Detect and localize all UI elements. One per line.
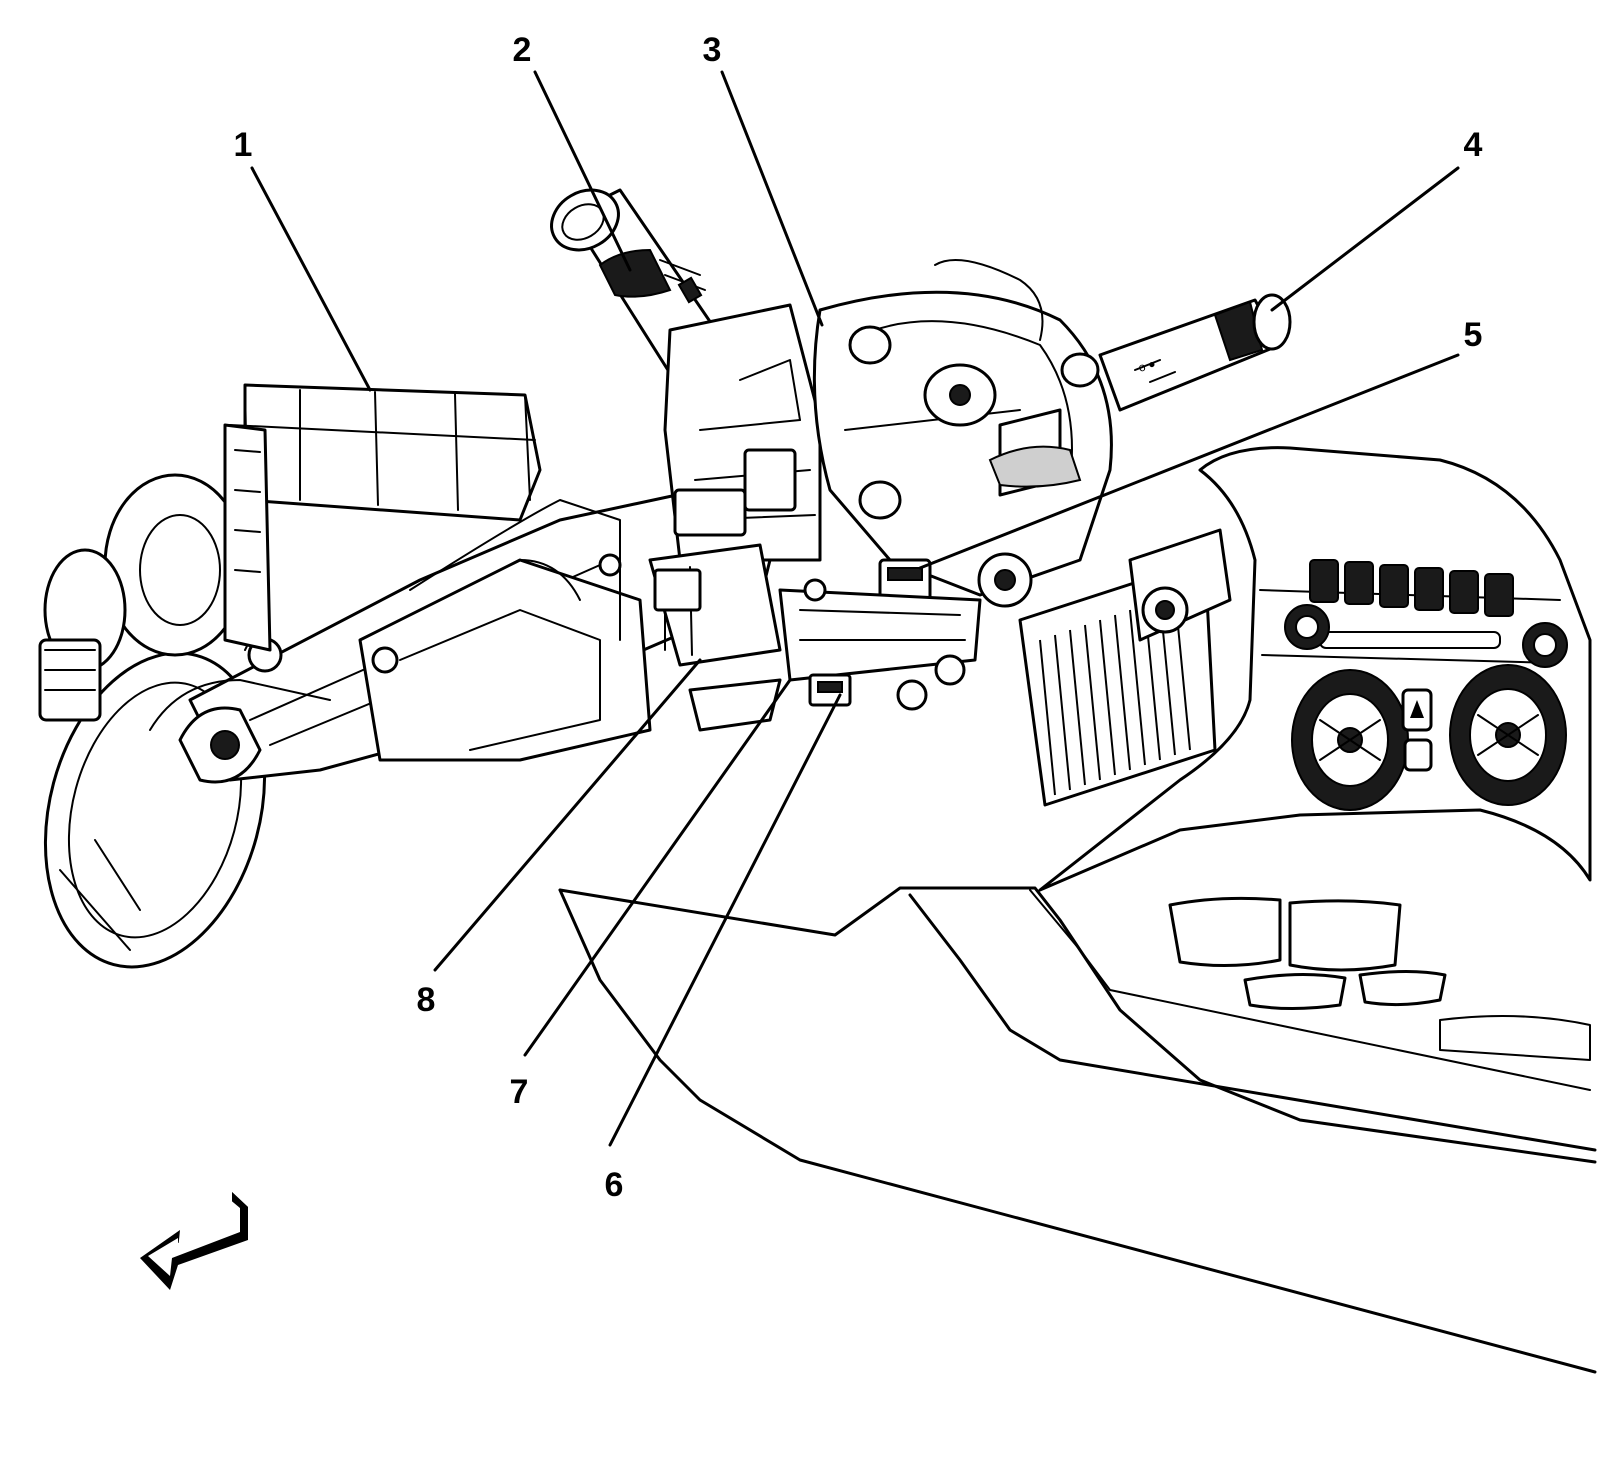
leader-line-4 [1270, 166, 1460, 312]
instrument-panel-trim [558, 886, 1597, 1374]
forward-direction-arrow-icon [140, 1192, 248, 1290]
radio-preset-buttons [1309, 559, 1514, 617]
switch-housing [663, 303, 822, 562]
callout-5: 5 [1463, 316, 1483, 354]
leader-line-2 [533, 70, 632, 272]
callout-1: 1 [233, 126, 253, 164]
hvac-knob-left [1291, 669, 1409, 811]
leader-line-6 [608, 693, 842, 1147]
leader-lines [250, 70, 1460, 1147]
control-module [1018, 528, 1232, 807]
electrical-connector-5 [878, 558, 932, 602]
leader-line-8 [433, 658, 702, 972]
callout-2: 2 [512, 31, 532, 69]
callout-8: 8 [416, 981, 436, 1019]
callout-3: 3 [702, 31, 722, 69]
hvac-knob-right [1449, 664, 1567, 806]
wiper-washer-lever: o ● [1098, 293, 1292, 412]
leader-line-5 [918, 353, 1460, 570]
svg-text:o ●: o ● [1137, 356, 1158, 375]
center-console [1038, 446, 1592, 1061]
leader-line-1 [250, 166, 372, 392]
lower-module-housing [648, 543, 982, 732]
callout-4: 4 [1463, 126, 1483, 164]
column-mount-bracket [223, 383, 542, 652]
leader-line-3 [720, 70, 824, 327]
leader-line-7 [523, 678, 792, 1057]
clock-spring [812, 259, 1113, 608]
turn-signal-lever [550, 188, 752, 422]
callout-6: 6 [604, 1166, 624, 1204]
steering-column-body [149, 488, 782, 784]
callout-7: 7 [509, 1073, 529, 1111]
